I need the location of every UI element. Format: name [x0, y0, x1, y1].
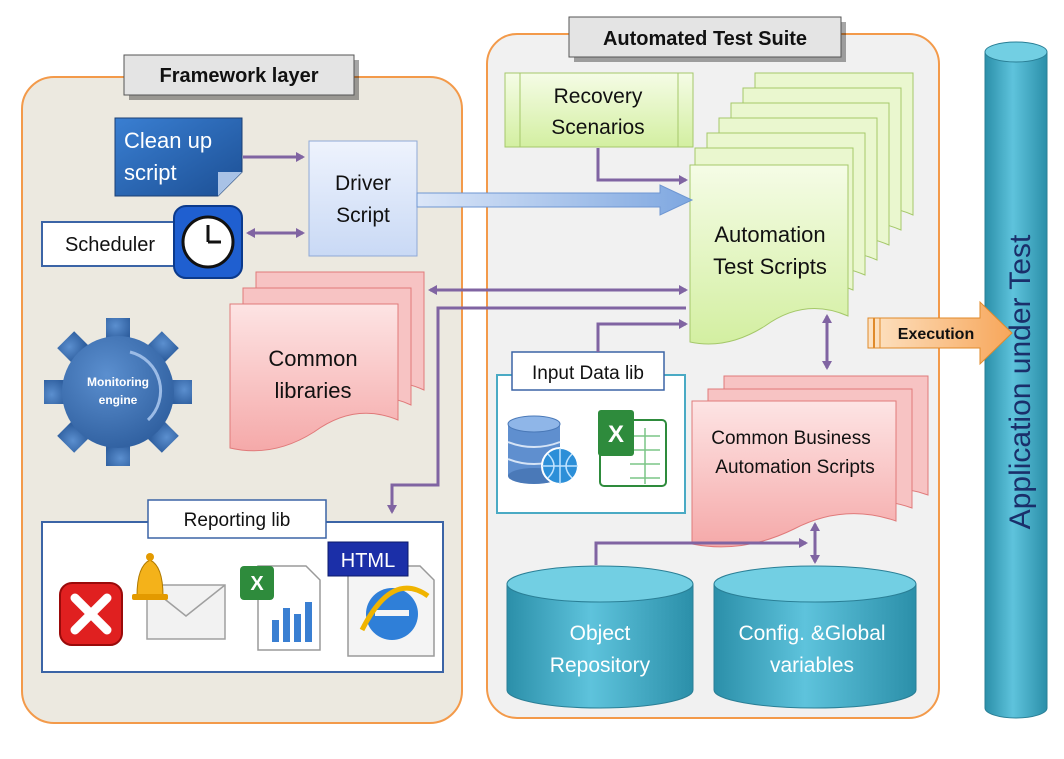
- recovery-scenarios-label-1: Recovery: [554, 85, 643, 108]
- input-data-lib-title: Input Data lib: [532, 363, 644, 384]
- connector-objectrepo-cbas: [594, 538, 808, 565]
- automation-test-scripts-label-2: Test Scripts: [713, 254, 827, 279]
- object-repository-label-2: Repository: [550, 654, 651, 677]
- framework-title-box: Framework layer: [123, 54, 359, 100]
- svg-text:X: X: [608, 421, 624, 448]
- driver-script-box: Driver Script: [308, 140, 418, 257]
- clock-icon: [173, 205, 243, 279]
- automation-test-scripts-label-1: Automation: [714, 222, 825, 247]
- config-global-cylinder: Config. &Global variables: [713, 565, 917, 709]
- execution-arrow: Execution: [867, 300, 1013, 366]
- scheduler-box: Scheduler: [41, 221, 181, 267]
- cleanup-script-label-2: script: [124, 160, 177, 185]
- driver-script-label-1: Driver: [335, 172, 391, 195]
- scheduler-label: Scheduler: [65, 234, 155, 256]
- connectors: [243, 148, 832, 565]
- test-suite-title: Automated Test Suite: [603, 28, 807, 50]
- common-business-scripts-stack: Common Business Automation Scripts: [691, 375, 929, 548]
- execution-label: Execution: [898, 326, 974, 343]
- common-libraries-stack: Common libraries: [229, 271, 425, 452]
- internet-explorer-icon: HTML: [327, 541, 435, 657]
- driver-script-label-2: Script: [336, 204, 390, 227]
- test-suite-title-box: Automated Test Suite: [568, 16, 846, 62]
- object-repository-cylinder: Object Repository: [506, 565, 694, 709]
- framework-title: Framework layer: [160, 65, 319, 87]
- config-global-label-1: Config. &Global: [738, 622, 885, 645]
- config-global-label-2: variables: [770, 654, 854, 677]
- svg-text:X: X: [250, 573, 264, 595]
- application-under-test-label: Application under Test: [1004, 234, 1037, 529]
- cleanup-script-box: Clean up script: [114, 117, 243, 197]
- gear-icon: Monitoring engine: [44, 318, 192, 466]
- excel-icon: X: [598, 410, 667, 487]
- connector-ats-reporting: [387, 306, 686, 514]
- object-repository-label-1: Object: [570, 622, 631, 645]
- common-libraries-label-2: libraries: [274, 378, 351, 403]
- reporting-lib-title: Reporting lib: [184, 510, 291, 531]
- driver-to-ats-arrow: [416, 184, 694, 216]
- recovery-scenarios-label-2: Scenarios: [551, 116, 644, 139]
- connector-recovery-ats: [596, 148, 688, 185]
- monitoring-engine-label-2: engine: [99, 393, 138, 407]
- monitoring-engine-label-1: Monitoring: [87, 375, 149, 389]
- common-business-scripts-label-1: Common Business: [711, 428, 870, 449]
- recovery-scenarios-box: Recovery Scenarios: [504, 72, 694, 148]
- error-x-icon: [59, 582, 123, 646]
- html-badge-label: HTML: [341, 550, 395, 572]
- application-under-test-cylinder: Application under Test: [984, 41, 1048, 719]
- bell-mail-icon: [132, 553, 226, 640]
- connector-inputdata-ats: [596, 319, 688, 352]
- excel-chart-icon: X: [240, 565, 321, 651]
- common-business-scripts-label-2: Automation Scripts: [715, 457, 874, 478]
- cleanup-script-label-1: Clean up: [124, 128, 212, 153]
- database-globe-icon: [507, 415, 579, 485]
- common-libraries-label-1: Common: [268, 346, 357, 371]
- automation-test-scripts-stack: Automation Test Scripts: [689, 72, 914, 345]
